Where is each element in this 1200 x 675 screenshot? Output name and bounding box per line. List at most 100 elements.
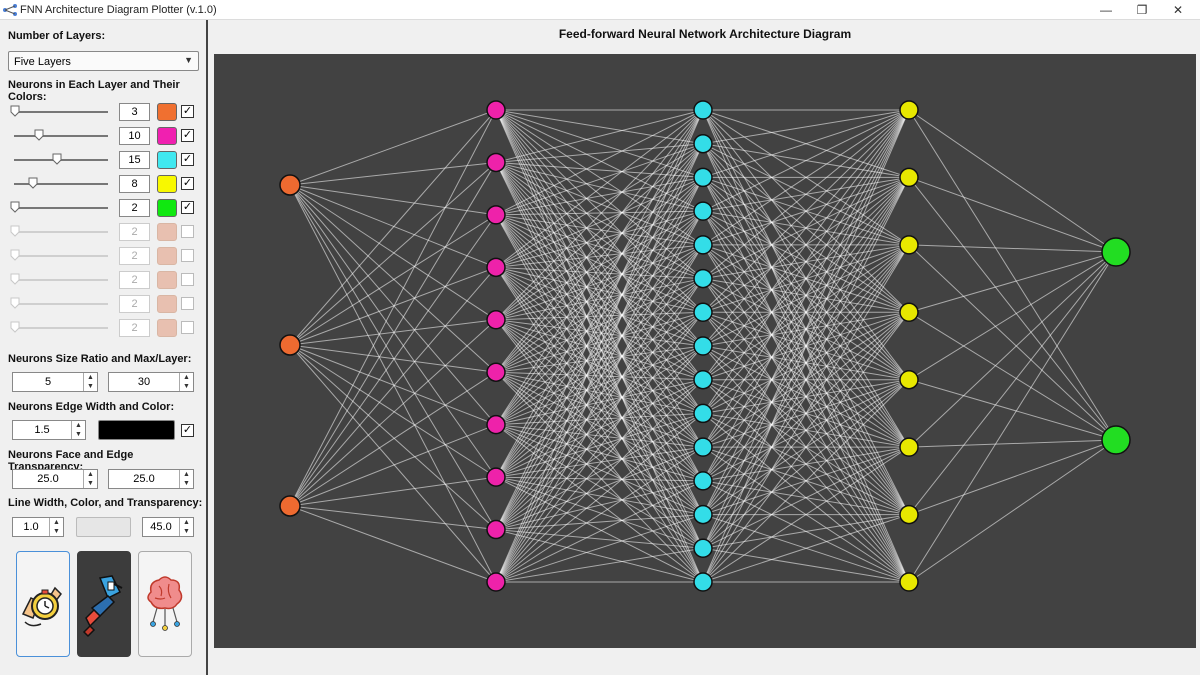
connection-line xyxy=(495,162,704,583)
layer-checkbox[interactable]: ✓ xyxy=(181,129,194,142)
edge-color-picker[interactable] xyxy=(98,420,175,440)
settings-button[interactable] xyxy=(16,551,70,657)
layer-color-swatch[interactable] xyxy=(157,223,177,241)
edge-checkbox[interactable]: ✓ xyxy=(181,424,194,437)
layer-row: 10 ✓ xyxy=(0,126,208,146)
slider-thumb[interactable] xyxy=(10,273,20,285)
slider-thumb[interactable] xyxy=(52,153,62,165)
spin-down-icon[interactable]: ▼ xyxy=(183,383,190,390)
neuron-count-field[interactable]: 2 xyxy=(119,247,150,265)
layer-color-swatch[interactable] xyxy=(157,295,177,313)
layer-checkbox[interactable] xyxy=(181,249,194,262)
layer-checkbox[interactable] xyxy=(181,273,194,286)
close-button[interactable]: ✕ xyxy=(1172,3,1184,17)
window-title: FNN Architecture Diagram Plotter (v.1.0) xyxy=(20,4,217,16)
layer-slider[interactable] xyxy=(14,303,108,305)
spin-up-icon[interactable]: ▲ xyxy=(75,422,82,429)
neuron-count-field[interactable]: 15 xyxy=(119,151,150,169)
slider-thumb[interactable] xyxy=(34,129,44,141)
connection-line xyxy=(495,210,704,373)
paint-button[interactable] xyxy=(77,551,131,657)
layer-slider[interactable] xyxy=(14,111,108,113)
layer-color-swatch[interactable] xyxy=(157,127,177,145)
neuron-count-field[interactable]: 2 xyxy=(119,199,150,217)
layer-slider[interactable] xyxy=(14,135,108,137)
slider-thumb[interactable] xyxy=(10,225,20,237)
spin-down-icon[interactable]: ▼ xyxy=(53,528,60,535)
layer-row: 2 xyxy=(0,318,208,338)
layer-slider[interactable] xyxy=(14,327,108,329)
connection-line xyxy=(495,278,704,583)
layer-color-swatch[interactable] xyxy=(157,103,177,121)
layer-color-swatch[interactable] xyxy=(157,175,177,193)
slider-thumb[interactable] xyxy=(10,249,20,261)
edge-width-spinner[interactable]: 1.5 ▲▼ xyxy=(12,420,86,440)
minimize-button[interactable]: — xyxy=(1100,3,1112,17)
neuron-node xyxy=(486,152,506,173)
face-transparency-spinner[interactable]: 25.0 ▲▼ xyxy=(12,469,98,489)
connection-line xyxy=(702,379,910,583)
spin-up-icon[interactable]: ▲ xyxy=(183,519,190,526)
slider-thumb[interactable] xyxy=(10,297,20,309)
spin-up-icon[interactable]: ▲ xyxy=(87,471,94,478)
slider-thumb[interactable] xyxy=(10,105,20,117)
layer-color-swatch[interactable] xyxy=(157,151,177,169)
layer-checkbox[interactable]: ✓ xyxy=(181,153,194,166)
spin-up-icon[interactable]: ▲ xyxy=(53,519,60,526)
line-width-spinner[interactable]: 1.0 ▲▼ xyxy=(12,517,64,537)
edge-label: Neurons Edge Width and Color: xyxy=(8,401,175,413)
spin-down-icon[interactable]: ▼ xyxy=(87,480,94,487)
num-layers-dropdown[interactable]: Five Layers ▼ xyxy=(8,51,199,71)
brain-button[interactable] xyxy=(138,551,192,657)
neuron-count-field[interactable]: 2 xyxy=(119,295,150,313)
connection-line xyxy=(495,266,704,381)
connection-line xyxy=(495,266,704,448)
layer-slider[interactable] xyxy=(14,255,108,257)
spin-up-icon[interactable]: ▲ xyxy=(183,471,190,478)
neuron-count-field[interactable]: 2 xyxy=(119,271,150,289)
spin-down-icon[interactable]: ▼ xyxy=(183,480,190,487)
line-transparency-spinner[interactable]: 45.0 ▲▼ xyxy=(142,517,194,537)
neuron-node xyxy=(693,133,713,154)
layer-checkbox[interactable] xyxy=(181,321,194,334)
neuron-count-field[interactable]: 2 xyxy=(119,223,150,241)
layer-row: 2 xyxy=(0,222,208,242)
line-color-picker[interactable] xyxy=(76,517,131,537)
connection-line xyxy=(495,214,704,246)
layer-checkbox[interactable]: ✓ xyxy=(181,201,194,214)
layer-checkbox[interactable]: ✓ xyxy=(181,105,194,118)
neuron-count-field[interactable]: 10 xyxy=(119,127,150,145)
restore-button[interactable]: ❐ xyxy=(1136,3,1148,17)
layer-color-swatch[interactable] xyxy=(157,271,177,289)
slider-thumb[interactable] xyxy=(28,177,38,189)
connection-line xyxy=(495,109,704,583)
spin-up-icon[interactable]: ▲ xyxy=(183,374,190,381)
connection-line xyxy=(495,345,704,373)
layer-slider[interactable] xyxy=(14,231,108,233)
layer-checkbox[interactable] xyxy=(181,225,194,238)
slider-thumb[interactable] xyxy=(10,201,20,213)
layer-color-swatch[interactable] xyxy=(157,319,177,337)
layer-slider[interactable] xyxy=(14,183,108,185)
layer-color-swatch[interactable] xyxy=(157,247,177,265)
neuron-count-field[interactable]: 2 xyxy=(119,319,150,337)
layer-slider[interactable] xyxy=(14,207,108,209)
spin-down-icon[interactable]: ▼ xyxy=(75,431,82,438)
connection-line xyxy=(495,143,704,163)
connection-line xyxy=(495,244,704,321)
edge-transparency-spinner[interactable]: 25.0 ▲▼ xyxy=(108,469,194,489)
neuron-count-field[interactable]: 3 xyxy=(119,103,150,121)
connection-line xyxy=(495,177,704,425)
neuron-count-field[interactable]: 8 xyxy=(119,175,150,193)
layer-color-swatch[interactable] xyxy=(157,199,177,217)
spin-up-icon[interactable]: ▲ xyxy=(87,374,94,381)
layer-slider[interactable] xyxy=(14,279,108,281)
max-per-layer-spinner[interactable]: 30 ▲▼ xyxy=(108,372,194,392)
size-ratio-spinner[interactable]: 5 ▲▼ xyxy=(12,372,98,392)
spin-down-icon[interactable]: ▼ xyxy=(87,383,94,390)
spin-down-icon[interactable]: ▼ xyxy=(183,528,190,535)
layer-checkbox[interactable] xyxy=(181,297,194,310)
connection-line xyxy=(495,244,704,426)
layer-checkbox[interactable]: ✓ xyxy=(181,177,194,190)
slider-thumb[interactable] xyxy=(10,321,20,333)
